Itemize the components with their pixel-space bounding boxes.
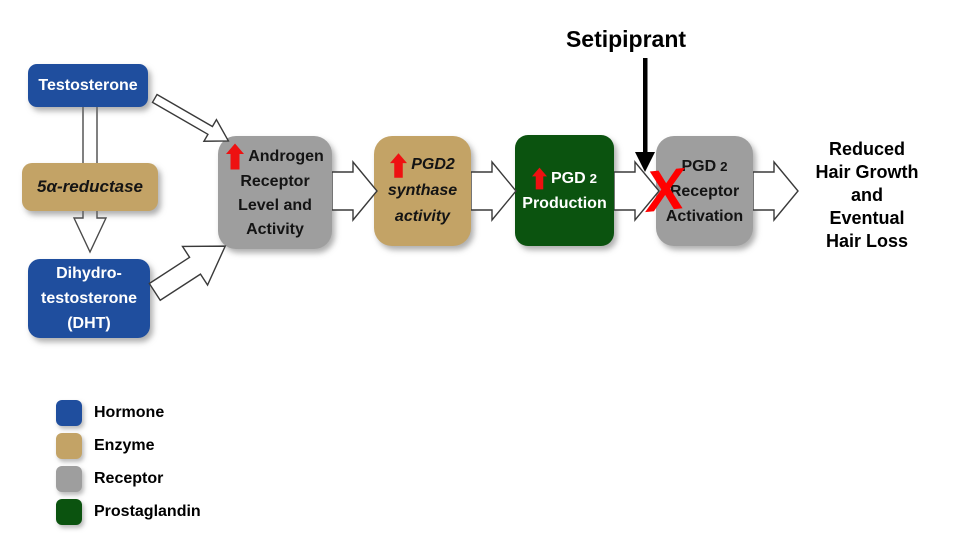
legend-item-enzyme: Enzyme [56,433,201,459]
node-androgen-receptor: Androgen Receptor Level and Activity [218,136,332,249]
setipiprant-arrow-icon [635,58,655,172]
legend-swatch-prostaglandin [56,499,82,525]
node-dht: Dihydro- testosterone (DHT) [28,259,150,338]
legend-label: Receptor [94,470,164,487]
arrow-testosterone-to-androgen-icon [151,93,230,142]
increase-arrow-icon [531,167,547,189]
legend: Hormone Enzyme Receptor Prostaglandin [56,400,201,532]
setipiprant-label: Setipiprant [565,26,687,52]
legend-label: Enzyme [94,437,155,454]
legend-item-hormone: Hormone [56,400,201,426]
node-testosterone-label: Testosterone [38,76,138,94]
inhibition-x-icon: X [642,156,688,225]
legend-swatch-enzyme [56,433,82,459]
increase-arrow-icon [390,152,408,178]
arrow-receptor-to-outcome-icon [753,160,799,222]
legend-label: Prostaglandin [94,503,201,520]
arrow-synthase-to-production-icon [471,160,517,222]
arrow-androgen-to-synthase-icon [332,160,378,222]
node-testosterone: Testosterone [28,64,148,107]
node-5a-reductase: 5α-reductase [22,163,158,211]
node-pgd2-synthase: PGD2 synthase activity [374,136,471,246]
legend-swatch-hormone [56,400,82,426]
outcome-text: Reduced Hair Growth and Eventual Hair Lo… [815,139,919,251]
legend-item-receptor: Receptor [56,466,201,492]
legend-label: Hormone [94,404,165,421]
increase-arrow-icon [226,143,245,170]
legend-swatch-receptor [56,466,82,492]
arrow-production-to-receptor-icon [614,160,660,222]
arrow-dht-to-androgen-icon [148,245,227,302]
node-5a-reductase-label: 5α-reductase [37,177,143,196]
legend-item-prostaglandin: Prostaglandin [56,499,201,525]
